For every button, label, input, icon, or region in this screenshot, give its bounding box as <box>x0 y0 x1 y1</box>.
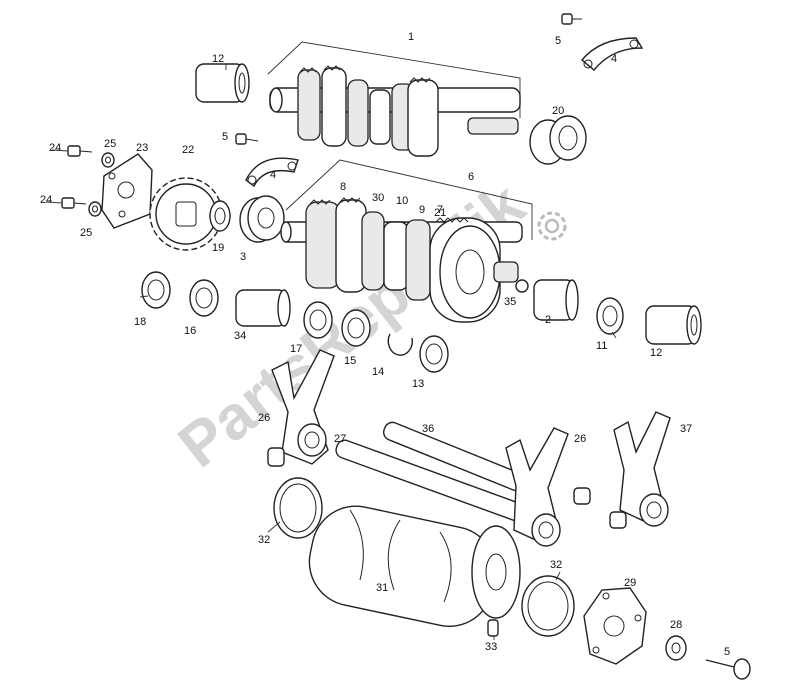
seal-32-right <box>521 575 575 637</box>
washer-16 <box>189 279 219 317</box>
callout-37: 37 <box>680 423 692 435</box>
washer-17 <box>303 301 333 339</box>
callout-28: 28 <box>670 619 682 631</box>
callout-9: 9 <box>419 204 425 216</box>
spacer-34 <box>235 289 291 327</box>
circlip-14 <box>387 333 414 356</box>
needle-bearing-top-left <box>195 63 250 103</box>
washer-25-lower <box>88 201 102 217</box>
selector-drum-31 <box>308 505 521 627</box>
seal-19 <box>209 200 231 232</box>
callout-5-bottom: 5 <box>724 646 730 658</box>
gear-logo-icon <box>537 211 567 241</box>
callout-32-left: 32 <box>258 534 270 546</box>
shift-fork-26-left <box>267 349 335 467</box>
bolt-top-right <box>561 13 582 25</box>
washer-25-upper <box>101 152 115 168</box>
screw-5-bottom <box>705 658 751 680</box>
callout-21: 21 <box>434 207 446 219</box>
shift-fork-26-right <box>505 427 591 547</box>
callout-25-lower: 25 <box>80 227 92 239</box>
star-wheel-29 <box>583 587 647 665</box>
sprocket-plate-23 <box>101 153 153 229</box>
callout-35: 35 <box>504 296 516 308</box>
callout-1: 1 <box>408 31 414 43</box>
callout-12-top: 12 <box>212 53 224 65</box>
callout-30: 30 <box>372 192 384 204</box>
callout-19: 19 <box>212 242 224 254</box>
callout-7: 7 <box>437 204 443 216</box>
bolt-24-upper <box>67 145 93 157</box>
washer-18 <box>141 271 171 309</box>
callout-3: 3 <box>240 251 246 263</box>
callout-20: 20 <box>552 105 564 117</box>
callout-25-upper: 25 <box>104 138 116 150</box>
callout-12-right: 12 <box>650 347 662 359</box>
bolt-24-lower <box>61 197 87 209</box>
callout-23: 23 <box>136 142 148 154</box>
callout-29: 29 <box>624 577 636 589</box>
callout-31: 31 <box>376 582 388 594</box>
clamp-bracket-top <box>581 37 644 71</box>
callout-26-right: 26 <box>574 433 586 445</box>
callout-14: 14 <box>372 366 384 378</box>
bolt-5-left <box>235 133 259 145</box>
front-sprocket-22 <box>149 177 223 251</box>
callout-8: 8 <box>340 181 346 193</box>
callout-17: 17 <box>290 343 302 355</box>
ball-bearing-top-right <box>529 115 587 165</box>
callout-labels: 1 2 3 4 4 5 5 5 6 7 8 9 10 11 12 12 13 1… <box>40 31 730 658</box>
callout-5-left: 5 <box>222 131 228 143</box>
callout-6: 6 <box>468 171 474 183</box>
callout-24-upper: 24 <box>49 142 61 154</box>
callout-26-left: 26 <box>258 412 270 424</box>
group-bracket-6 <box>285 159 533 240</box>
washer-11 <box>596 297 624 335</box>
callout-16: 16 <box>184 325 196 337</box>
bearing-3 <box>239 195 285 243</box>
callout-5-top: 5 <box>555 35 561 47</box>
callout-27: 27 <box>334 433 346 445</box>
callout-33: 33 <box>485 641 497 653</box>
callout-36: 36 <box>422 423 434 435</box>
callout-4-top: 4 <box>611 53 617 65</box>
seal-32-left <box>273 477 323 539</box>
callout-10: 10 <box>396 195 408 207</box>
callout-34: 34 <box>234 330 246 342</box>
callout-24-lower: 24 <box>40 194 52 206</box>
shift-fork-37 <box>609 411 671 529</box>
needle-bearing-12-right <box>645 305 702 345</box>
callout-11: 11 <box>596 340 607 352</box>
callout-18: 18 <box>134 316 146 328</box>
nut-35 <box>515 279 529 293</box>
callout-22: 22 <box>182 144 194 156</box>
washer-15 <box>341 309 371 347</box>
needle-bearing-2 <box>533 279 579 321</box>
callout-15: 15 <box>344 355 356 367</box>
main-shaft-top <box>269 65 521 157</box>
callout-2: 2 <box>545 314 551 326</box>
callout-13: 13 <box>412 378 424 390</box>
washer-13 <box>419 335 449 373</box>
leader-lines <box>45 64 617 640</box>
counter-shaft-middle <box>280 197 523 323</box>
washer-28 <box>665 635 687 661</box>
clamp-bracket-left <box>245 157 299 188</box>
callout-32-right: 32 <box>550 559 562 571</box>
pin-33 <box>487 619 499 637</box>
callout-4-left: 4 <box>270 169 276 181</box>
